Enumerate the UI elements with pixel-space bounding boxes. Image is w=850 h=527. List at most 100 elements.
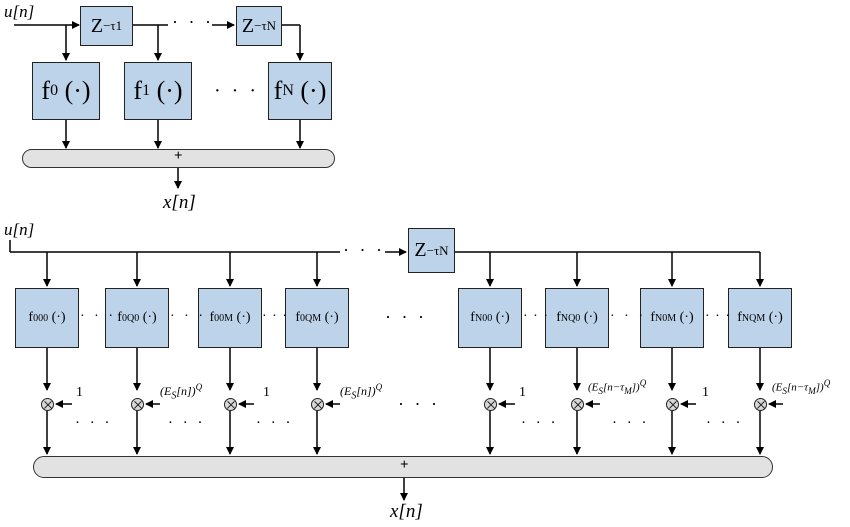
- fn-nqm-sub: NQM: [741, 312, 766, 324]
- gain-2-sub: S: [171, 390, 177, 402]
- fn-gap-ellipsis-6: · · ·: [610, 309, 646, 324]
- fn-n0m-name: f: [650, 310, 656, 325]
- gain-4-sub: S: [351, 390, 357, 402]
- multiplier-icon: [311, 398, 324, 411]
- top-fn-0-arg: (·): [64, 76, 91, 105]
- gain-2-b: [n]): [176, 384, 196, 398]
- top-fn-0-sub: 0: [50, 82, 59, 99]
- gain-8-sub: S: [782, 385, 787, 396]
- fn-gap-ellipsis-5: · · ·: [523, 309, 549, 324]
- gain-6-sup: Q: [639, 378, 647, 388]
- bottom-summation-bar: [33, 456, 773, 478]
- fn-n00-arg: (·): [495, 310, 510, 325]
- top-summation-bar: [22, 149, 335, 168]
- gain-8-sub2: M: [808, 385, 816, 396]
- bottom-delay-block: Z−τN: [408, 228, 455, 273]
- gain-label-5: 1: [519, 385, 526, 400]
- fn-nqm-name: f: [737, 310, 742, 325]
- bottom-output-label: x[n]: [390, 501, 423, 522]
- fn-00m-sub: 00M: [214, 312, 234, 324]
- top-fn-n-arg: (·): [300, 76, 327, 105]
- top-fn-1-arg: (·): [156, 76, 183, 105]
- fn-nq0-name: f: [556, 310, 561, 325]
- gain-label-1: 1: [76, 385, 83, 400]
- fn-gap-ellipsis-1: · · ·: [80, 309, 116, 324]
- top-delay-block-n: Z−τN: [236, 6, 282, 46]
- multiplier-icon: [754, 398, 767, 411]
- fn-000-name: f: [28, 310, 34, 325]
- multiplier-icon: [41, 398, 54, 411]
- mul-gap-ellipsis: · · ·: [398, 394, 440, 414]
- fn-nq0-sub: NQ0: [560, 312, 581, 324]
- top-delay-n-base: Z: [241, 14, 255, 37]
- multiplier-icon: [571, 398, 584, 411]
- fn-gap-ellipsis-7: · · ·: [705, 309, 731, 324]
- bottom-delay-base: Z: [414, 239, 427, 261]
- top-delay-ellipsis: · · ·: [172, 12, 214, 32]
- gain-label-3: 1: [263, 385, 270, 400]
- top-fn-0-name: f: [41, 76, 51, 105]
- fn-0q0-arg: (·): [142, 310, 157, 325]
- chain-ellipsis-4: · · ·: [521, 415, 559, 431]
- multiplier-icon: [131, 398, 144, 411]
- gain-4-a: (E: [340, 384, 352, 398]
- gain-6-c: ]): [631, 381, 640, 394]
- chain-ellipsis-6: · · ·: [706, 415, 744, 431]
- top-delay-n-exp: −τN: [254, 18, 277, 33]
- fn-0qm-name: f: [295, 310, 301, 325]
- fn-0q0-name: f: [117, 310, 122, 325]
- chain-ellipsis-5: · · ·: [612, 415, 650, 431]
- fn-gap-ellipsis-3: · · ·: [262, 309, 288, 324]
- top-fn-1-name: f: [133, 76, 143, 105]
- gain-label-6: (ES[n−τM])Q: [588, 378, 646, 396]
- gain-6-a: (E: [588, 381, 599, 394]
- fn-0q0-sub: 0Q0: [121, 312, 140, 324]
- fn-gap-ellipsis-2: · · ·: [170, 309, 206, 324]
- top-sum-label: +: [174, 148, 183, 164]
- top-fn-1-sub: 1: [142, 82, 151, 99]
- fn-00m-name: f: [209, 310, 215, 325]
- fn-n0m-arg: (·): [679, 310, 694, 325]
- chain-ellipsis-2: · · ·: [168, 415, 206, 431]
- multiplier-icon: [484, 398, 497, 411]
- fn-n00-sub: N00: [474, 312, 493, 324]
- gain-label-8: (ES[n−τM])Q: [772, 378, 830, 396]
- gain-4-b: [n]): [356, 384, 376, 398]
- bottom-input-label: u[n]: [4, 220, 35, 239]
- gain-8-b: [n−τ: [786, 381, 809, 394]
- gain-8-a: (E: [772, 381, 783, 394]
- gain-2-a: (E: [160, 384, 172, 398]
- gain-6-b: [n−τ: [602, 381, 625, 394]
- fn-000-sub: 000: [33, 312, 49, 324]
- bottom-sum-label: +: [400, 457, 409, 473]
- multiplier-icon: [224, 398, 237, 411]
- bottom-delay-exp: −τN: [426, 242, 449, 258]
- multiplier-icon: [666, 398, 679, 411]
- top-function-ellipsis: · · ·: [214, 80, 259, 102]
- gain-8-sup: Q: [823, 378, 831, 388]
- gain-6-sub: S: [598, 385, 603, 396]
- top-fn-n-sub: N: [282, 82, 294, 99]
- gain-label-7: 1: [702, 385, 709, 400]
- chain-ellipsis-1: · · ·: [75, 415, 113, 431]
- bottom-bus-ellipsis: · · ·: [343, 240, 385, 260]
- top-input-label: u[n]: [4, 2, 35, 21]
- fn-nqm-arg: (·): [768, 310, 783, 325]
- gain-label-2: (ES[n])Q: [160, 382, 202, 401]
- gain-4-sup: Q: [375, 382, 383, 392]
- top-delay-1-exp: −τ1: [103, 18, 123, 33]
- gain-6-sub2: M: [624, 385, 632, 396]
- fn-nq0-arg: (·): [583, 310, 598, 325]
- fn-0qm-arg: (·): [324, 310, 339, 325]
